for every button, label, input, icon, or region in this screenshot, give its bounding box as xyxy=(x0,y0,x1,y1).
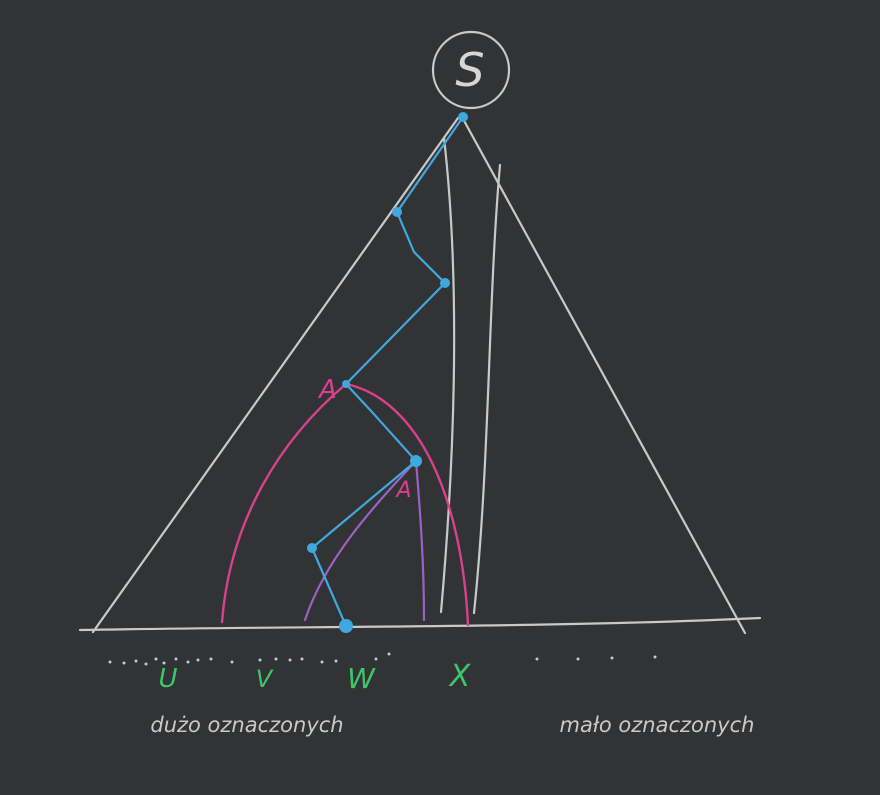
subtree-inner-left-edge xyxy=(303,459,418,622)
subtree-outer-label: A xyxy=(317,375,337,405)
path-node xyxy=(440,278,450,288)
path-node xyxy=(307,543,317,553)
caption-left: dużo oznaczonych xyxy=(150,713,343,737)
path-node xyxy=(392,207,402,217)
triangle-left-edge xyxy=(91,116,460,634)
path-leaf xyxy=(339,619,353,633)
path-node-a-outer xyxy=(342,380,350,388)
path-node-root xyxy=(458,112,468,122)
leaf-label-v: V xyxy=(256,665,274,693)
search-path xyxy=(310,115,465,628)
triangle-base xyxy=(78,616,762,632)
subtree-inner-right-edge xyxy=(414,459,426,622)
corridor-line-left xyxy=(439,136,456,614)
marked-leaves-sparse xyxy=(535,655,657,661)
leaf-label-x: X xyxy=(448,659,472,694)
root-node-circle xyxy=(431,30,511,110)
leaf-label-u: U xyxy=(158,664,177,694)
marked-leaves-dense xyxy=(108,652,391,666)
caption-right: mało oznaczonych xyxy=(560,713,755,737)
subtree-outer-right-edge xyxy=(344,382,470,627)
subtree-inner-label: A xyxy=(394,478,411,503)
path-node-a-inner xyxy=(410,455,422,467)
root-node-label: S xyxy=(455,43,484,97)
subtree-outer-left-edge xyxy=(220,382,348,624)
leaf-label-w: W xyxy=(347,662,376,695)
corridor-line-right xyxy=(472,163,502,615)
triangle-right-edge xyxy=(460,115,747,635)
